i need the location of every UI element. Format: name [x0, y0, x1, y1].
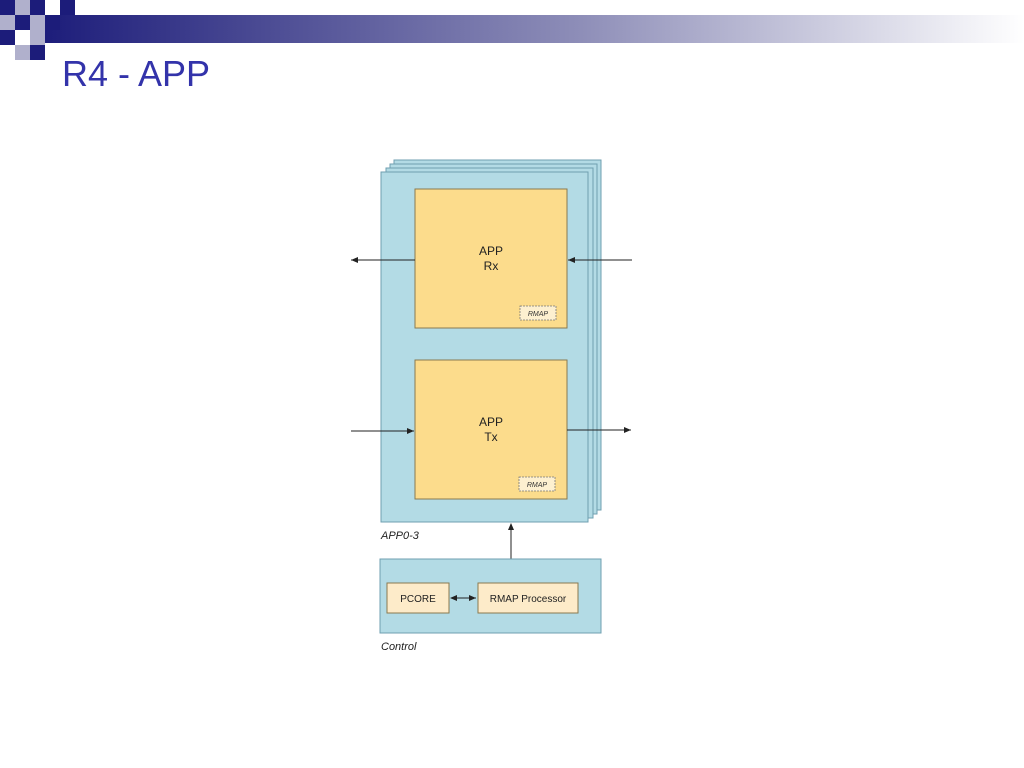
header-square-light-5	[15, 45, 30, 60]
app-rx-label-line1: APP	[479, 244, 503, 258]
slide-title: R4 - APP	[62, 53, 211, 94]
app-group-label: APP0-3	[380, 530, 420, 542]
header-square-dark-7	[30, 45, 45, 60]
app-tx-box	[414, 359, 568, 500]
header-square-light-1	[15, 0, 30, 15]
app-rx-box	[414, 188, 568, 329]
header-square-dark-2	[30, 0, 45, 15]
app-tx-block: APP Tx RMAP	[414, 359, 568, 500]
header-square-light-2	[0, 15, 15, 30]
app-rx-label-line2: Rx	[484, 259, 499, 273]
slide-header-decoration	[0, 0, 1024, 60]
app-rx-block: APP Rx RMAP	[414, 188, 568, 329]
app-tx-rmap-label: RMAP	[527, 482, 548, 489]
control-label: Control	[381, 641, 417, 653]
header-square-dark-4	[15, 15, 30, 30]
header-square-dark-3	[60, 0, 75, 15]
app-tx-label-line2: Tx	[484, 430, 497, 444]
control-panel: PCORE RMAP Processor	[379, 558, 602, 634]
app-tx-rmap-box	[518, 476, 556, 492]
header-square-dark-5	[45, 15, 60, 30]
header-square-light-4	[30, 30, 45, 45]
app-rx-rmap-box	[519, 305, 557, 321]
app-tx-label-line1: APP	[479, 415, 503, 429]
pcore-box	[386, 582, 450, 614]
pcore-label: PCORE	[400, 594, 436, 605]
header-square-dark-6	[0, 30, 15, 45]
header-square-light-3	[30, 15, 45, 30]
header-square-dark-1	[0, 0, 15, 15]
header-gradient-band	[40, 15, 1024, 43]
app-rx-rmap-label: RMAP	[528, 311, 549, 318]
rmap-processor-box	[477, 582, 579, 614]
rmap-processor-label: RMAP Processor	[490, 594, 567, 605]
